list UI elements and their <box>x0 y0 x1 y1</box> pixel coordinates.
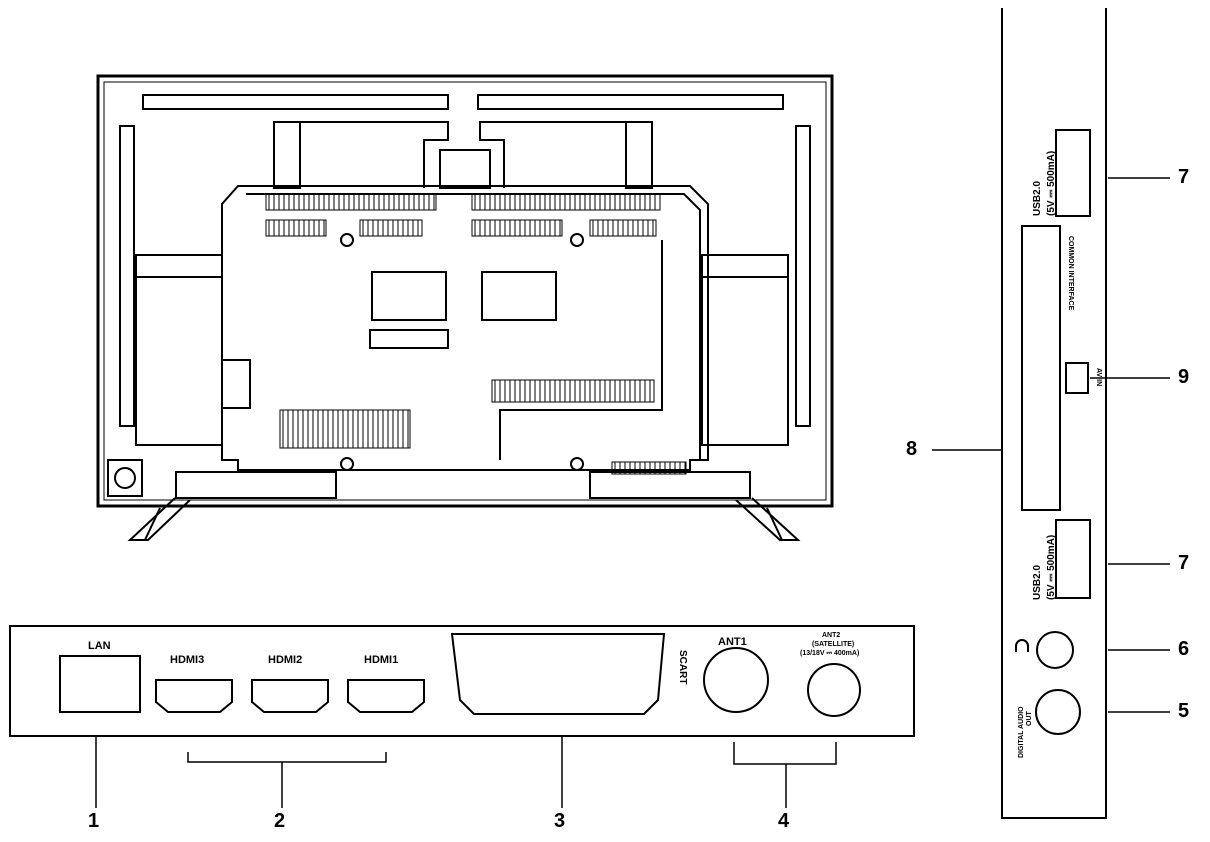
digital-audio-port <box>1035 689 1081 735</box>
callout-9: 9 <box>1178 366 1190 388</box>
ant1-label: ANT1 <box>718 636 747 648</box>
headphone-icon <box>1015 639 1029 652</box>
digital-audio-label: DIGITAL AUDIO <box>1018 706 1025 758</box>
usb-bottom-power-label: (5V ⎓ 500mA) <box>1046 534 1057 600</box>
av-in-port <box>1065 362 1089 394</box>
tv-back-view <box>96 74 834 541</box>
ci-slot <box>1021 225 1061 511</box>
hdmi1-label: HDMI1 <box>364 654 399 666</box>
headphone-port <box>1036 631 1074 669</box>
vent-hatching <box>268 194 686 474</box>
scart-port <box>450 633 666 715</box>
common-interface-label: COMMON INTERFACE <box>1067 236 1074 311</box>
hdmi2-label: HDMI2 <box>268 654 303 666</box>
ant2-label: ANT2 <box>822 632 841 639</box>
callout-5: 5 <box>1178 700 1190 722</box>
usb-bottom-label: USB2.0 <box>1032 564 1043 600</box>
digital-audio-out-label: OUT <box>1026 711 1033 726</box>
hdmi1-port <box>347 679 425 713</box>
ant2-power-label: (13/18V ⎓ 400mA) <box>800 650 860 657</box>
callout-7-bottom: 7 <box>1178 552 1190 574</box>
callout-1: 1 <box>88 810 100 832</box>
usb-top-power-label: (5V ⎓ 500mA) <box>1046 150 1057 216</box>
scart-label: SCART <box>677 650 688 685</box>
usb-top-port <box>1055 129 1091 217</box>
ant2-port <box>807 663 861 717</box>
ant2-satellite-label: (SATELLITE) <box>812 641 855 648</box>
ant1-port <box>703 647 769 713</box>
callout-leaders <box>95 177 1170 808</box>
side-connector-panel <box>1001 8 1107 819</box>
hdmi3-label: HDMI3 <box>170 654 205 666</box>
callout-8: 8 <box>906 438 918 460</box>
lan-label: LAN <box>88 640 111 652</box>
hdmi3-port <box>155 679 233 713</box>
usb-bottom-port <box>1055 519 1091 599</box>
usb-top-label: USB2.0 <box>1032 180 1043 216</box>
lan-port <box>59 655 141 713</box>
callout-6: 6 <box>1178 638 1190 660</box>
av-in-label: AV IN <box>1095 368 1102 387</box>
callout-2: 2 <box>274 810 286 832</box>
hdmi2-port <box>251 679 329 713</box>
bottom-connector-panel <box>9 625 915 737</box>
callout-4: 4 <box>778 810 790 832</box>
callout-7-top: 7 <box>1178 166 1190 188</box>
callout-3: 3 <box>554 810 566 832</box>
